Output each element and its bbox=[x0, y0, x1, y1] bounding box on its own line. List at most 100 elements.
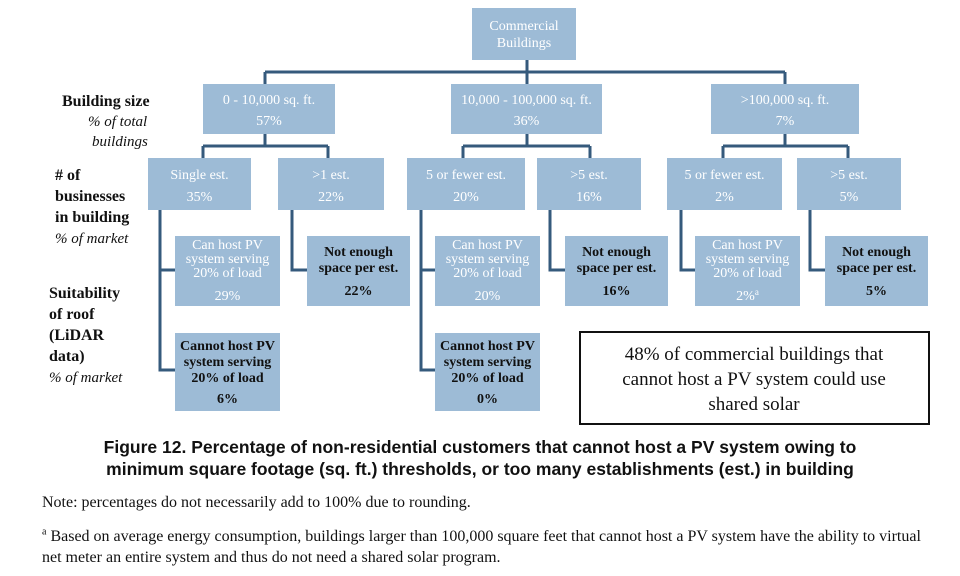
not-enough-space-label: space per est. bbox=[837, 261, 916, 276]
can-host-label: Can host PV bbox=[452, 238, 523, 253]
row-label-businesses-title: # of bbox=[55, 167, 81, 184]
can-host-label: system serving bbox=[186, 252, 270, 267]
shared-solar-callout-text: cannot host a PV system could use bbox=[622, 369, 886, 390]
est-node-percent: 20% bbox=[453, 190, 479, 205]
not-enough-space-percent: 5% bbox=[866, 284, 887, 299]
est-node-0: Single est. 35% bbox=[148, 158, 251, 210]
connector-multi-est-0-to-notenough bbox=[290, 210, 307, 272]
root-node-label: Buildings bbox=[497, 36, 551, 51]
est-node-5: >5 est. 5% bbox=[797, 158, 901, 210]
row-label-building-size-subtitle: buildings bbox=[92, 134, 148, 150]
can-host-label: 20% of load bbox=[193, 266, 261, 281]
est-node-5-bg bbox=[797, 158, 901, 210]
can-host-label: system serving bbox=[706, 252, 790, 267]
est-node-3: >5 est. 16% bbox=[537, 158, 641, 210]
row-label-building-size-subtitle: % of total bbox=[88, 114, 147, 130]
not-enough-space-label: Not enough bbox=[842, 245, 911, 260]
size-node-2-bg bbox=[711, 84, 859, 134]
est-node-percent: 5% bbox=[840, 190, 859, 205]
not-enough-space-percent: 16% bbox=[603, 284, 631, 299]
cannot-host-label: 20% of load bbox=[451, 371, 524, 386]
connector-single-est-to-cannot bbox=[158, 210, 175, 372]
shared-solar-callout-text: 48% of commercial buildings that bbox=[625, 344, 884, 365]
can-host-node-1-bg bbox=[435, 236, 540, 306]
shared-solar-callout-border bbox=[579, 331, 930, 425]
est-node-1: >1 est. 22% bbox=[278, 158, 384, 210]
caption-line-1: Figure 12. Percentage of non-residential… bbox=[103, 437, 857, 457]
size-node-2: >100,000 sq. ft. 7% bbox=[711, 84, 859, 134]
can-host-node-0-bg bbox=[175, 236, 280, 306]
est-node-label: >5 est. bbox=[570, 168, 607, 183]
not-enough-space-label: Not enough bbox=[324, 245, 393, 260]
connector-fewer-est-2-to-can bbox=[679, 210, 695, 272]
est-node-percent: 35% bbox=[187, 190, 213, 205]
cannot-host-node-0-bg bbox=[175, 333, 280, 411]
size-node-label: 10,000 - 100,000 sq. ft. bbox=[461, 93, 592, 108]
size-node-percent: 36% bbox=[514, 114, 540, 129]
not-enough-space-label: space per est. bbox=[577, 261, 656, 276]
can-host-percent: 2%a bbox=[736, 287, 759, 304]
row-label-roof-suitability-title: data) bbox=[49, 348, 85, 365]
can-host-percent: 29% bbox=[215, 289, 241, 304]
cannot-host-label: system serving bbox=[444, 355, 532, 370]
can-host-label: 20% of load bbox=[453, 266, 521, 281]
row-label-roof-suitability-title: (LiDAR bbox=[49, 327, 105, 344]
size-node-1: 10,000 - 100,000 sq. ft. 36% bbox=[451, 84, 602, 134]
cannot-host-percent: 6% bbox=[217, 392, 238, 407]
can-host-label: Can host PV bbox=[192, 238, 263, 253]
can-host-percent: 20% bbox=[475, 289, 501, 304]
est-node-label: 5 or fewer est. bbox=[426, 168, 506, 183]
connector-multi-est-1-to-notenough bbox=[548, 210, 565, 272]
can-host-footnote-marker: a bbox=[755, 287, 759, 297]
not-enough-space-node-0-bg bbox=[307, 236, 410, 306]
can-host-node-2-bg bbox=[695, 236, 800, 306]
est-node-4-bg bbox=[667, 158, 782, 210]
size-node-label: 0 - 10,000 sq. ft. bbox=[223, 93, 315, 108]
footnote-marker: a bbox=[42, 526, 47, 538]
cannot-host-percent: 0% bbox=[477, 392, 498, 407]
not-enough-space-percent: 22% bbox=[345, 284, 373, 299]
est-node-percent: 22% bbox=[318, 190, 344, 205]
connector-multi-est-2-to-notenough bbox=[808, 210, 825, 272]
shared-solar-callout: 48% of commercial buildings that cannot h… bbox=[579, 331, 930, 425]
size-node-percent: 57% bbox=[256, 114, 282, 129]
size-node-0-bg bbox=[203, 84, 335, 134]
est-node-4: 5 or fewer est.2% bbox=[667, 158, 782, 210]
est-node-2-bg bbox=[407, 158, 525, 210]
size-node-label: >100,000 sq. ft. bbox=[741, 93, 829, 108]
est-node-3-bg bbox=[537, 158, 641, 210]
est-node-label: Single est. bbox=[170, 168, 228, 183]
not-enough-space-node-1-bg bbox=[565, 236, 668, 306]
est-node-2: 5 or fewer est. 20% bbox=[407, 158, 525, 210]
size-node-percent: 7% bbox=[776, 114, 795, 129]
cannot-host-label: Cannot host PV bbox=[180, 339, 275, 354]
est-node-1-bg bbox=[278, 158, 384, 210]
est-node-label: >5 est. bbox=[830, 168, 867, 183]
est-node-0-bg bbox=[148, 158, 251, 210]
footnote: a Based on average energy consumption, b… bbox=[42, 526, 942, 568]
rounding-note: Note: percentages do not necessarily add… bbox=[42, 494, 471, 511]
not-enough-space-label: space per est. bbox=[319, 261, 398, 276]
cannot-host-node-1-bg bbox=[435, 333, 540, 411]
not-enough-space-label: Not enough bbox=[582, 245, 651, 260]
est-node-percent: 2% bbox=[715, 190, 734, 205]
est-node-percent: 16% bbox=[576, 190, 602, 205]
cannot-host-label: 20% of load bbox=[191, 371, 264, 386]
cannot-host-label: Cannot host PV bbox=[440, 339, 535, 354]
row-label-building-size-title: Building size bbox=[62, 93, 150, 110]
row-label-businesses-subtitle: % of market bbox=[55, 231, 129, 247]
row-label-businesses-title: businesses bbox=[55, 188, 125, 205]
row-label-roof-suitability-title: Suitability bbox=[49, 285, 120, 302]
est-node-label: >1 est. bbox=[312, 168, 349, 183]
row-label-building-size: Building size % of total buildings bbox=[62, 93, 150, 150]
can-host-label: Can host PV bbox=[712, 238, 783, 253]
